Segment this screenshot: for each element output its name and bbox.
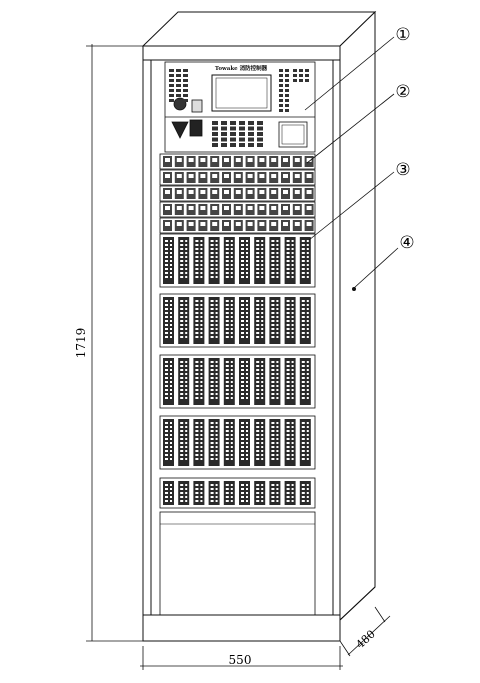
brand-label: Towake 消防控制器: [215, 64, 268, 72]
callout-3: ③: [395, 160, 410, 180]
terminal-row: [159, 169, 316, 186]
callout-2: ②: [395, 82, 410, 102]
width-dimension-label: 550: [229, 653, 252, 667]
key-switch-icon: [171, 121, 189, 139]
control-panel: [164, 61, 316, 153]
terminal-row: [159, 153, 316, 170]
height-dimension-label: 1719: [74, 328, 88, 359]
left-indicator-grid: [169, 69, 188, 102]
terminal-block-rows: [159, 153, 316, 234]
callout-4: ④: [399, 233, 414, 253]
module-bay: [159, 354, 316, 409]
panel-indicator-grid: [169, 69, 309, 147]
right-indicator-grid: [279, 69, 289, 112]
module-bays: [159, 233, 316, 616]
keypad-grid: [212, 121, 263, 147]
right-key-grid: [293, 69, 309, 82]
module-bay: [159, 233, 316, 288]
lcd-screen: [211, 74, 272, 112]
cabinet-side: [339, 10, 376, 622]
callout-leaders: [304, 36, 399, 289]
module-bay: [159, 415, 316, 470]
terminal-row: [159, 217, 316, 234]
dimension-lines: [86, 44, 391, 670]
module-bay: [159, 477, 316, 509]
callout-dot-4: [352, 287, 356, 291]
empty-lower-bay: [159, 511, 316, 616]
terminal-row: [159, 185, 316, 202]
callout-1: ①: [395, 25, 410, 45]
cabinet-top: [141, 11, 377, 47]
module-bay: [159, 293, 316, 348]
terminal-row: [159, 201, 316, 218]
printer-window: [278, 121, 308, 148]
